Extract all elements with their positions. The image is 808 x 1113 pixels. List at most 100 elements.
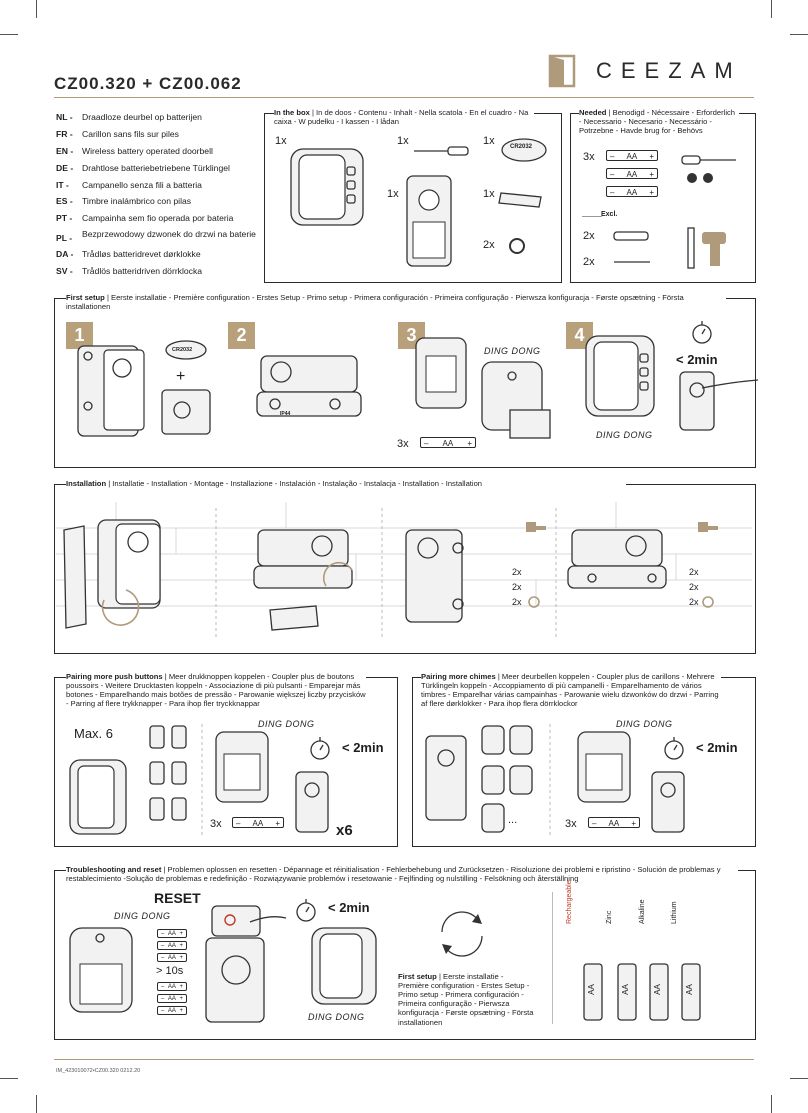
language-row: DA -Trådløs batteridrevet dørklokke — [56, 249, 201, 259]
divider — [582, 216, 602, 217]
footer-code: IM_423010072•CZ00.320 0212.20 — [56, 1068, 141, 1074]
brand-name: CEEZAM — [596, 58, 742, 83]
quantity-label: 1x — [483, 188, 495, 200]
troubleshooting-title: Troubleshooting and reset | Problemen op… — [66, 865, 738, 884]
aa-battery-icon: ‒AA+ — [606, 186, 658, 197]
quantity-label: 1x — [275, 135, 287, 147]
pairing-buttons-title: Pairing more push buttons | Meer drukkno… — [66, 672, 366, 709]
language-row: PT -Campainha sem fio operada por bateri… — [56, 213, 234, 224]
quantity-label: 3x — [210, 818, 222, 830]
battery-types-illustration — [583, 963, 701, 1021]
reset-button-illustration — [205, 905, 377, 1023]
battery-text: AA — [620, 984, 630, 995]
ding-dong-label: DING DONG — [114, 911, 171, 921]
aa-battery-icon: ‒AA+ — [232, 817, 284, 828]
wall-plug-screw-drill-icon — [613, 227, 726, 269]
door-logo-icon — [548, 54, 576, 88]
product-title: CZ00.320 + CZ00.062 — [54, 74, 242, 93]
crop-mark — [771, 0, 772, 18]
language-row: SV -Trådlös batteridriven dörrklocka — [56, 265, 203, 276]
plus-sign: + — [176, 368, 186, 385]
crop-mark — [36, 1095, 37, 1113]
quantity-label: 2x — [512, 582, 522, 592]
language-list: NL -Draadloze deurbel op batterijen FR -… — [56, 112, 256, 283]
pairing-chimes-illustration — [425, 724, 685, 836]
ding-dong-label: DING DONG — [484, 346, 541, 356]
aa-battery-icon: ‒AA+ — [157, 953, 187, 962]
footer-divider — [54, 1059, 754, 1061]
aa-battery-icon: ‒AA+ — [606, 168, 658, 179]
battery-text: AA — [684, 984, 694, 995]
crop-mark — [790, 1078, 808, 1079]
battery-text: AA — [586, 984, 596, 995]
step-number: 1 — [66, 322, 93, 349]
seconds-label: > 10s — [156, 965, 184, 977]
battery-type-label: Zinc — [606, 910, 613, 924]
push-button-icon — [406, 175, 452, 267]
quantity-label: 2x — [689, 582, 699, 592]
divider — [552, 892, 553, 1024]
aa-battery-icon: ‒AA+ — [157, 994, 187, 1003]
aa-battery-icon: ‒AA+ — [157, 1006, 187, 1015]
ding-dong-label: DING DONG — [258, 719, 315, 729]
quantity-label: 2x — [512, 567, 522, 577]
crop-mark — [36, 0, 37, 18]
crop-mark — [0, 34, 18, 35]
quantity-label: 2x — [583, 256, 595, 268]
timer-label: < 2min — [342, 740, 384, 755]
aa-battery-icon: ‒AA+ — [606, 150, 658, 161]
step2-illustration — [256, 355, 362, 417]
refresh-icon — [441, 911, 483, 957]
quantity-label: 2x — [512, 597, 522, 607]
first-setup-reference: First setup | Eerste installatie - Premi… — [398, 972, 534, 1027]
o-ring-icon — [509, 238, 525, 254]
quantity-label: 3x — [583, 151, 595, 163]
times-six-label: x6 — [336, 822, 353, 839]
ding-dong-label: DING DONG — [596, 430, 653, 440]
ip-rating-label: IP44 — [280, 411, 291, 417]
quantity-label: 2x — [689, 567, 699, 577]
adhesive-pad-icon — [498, 192, 542, 208]
reset-label: RESET — [154, 890, 201, 906]
pairing-buttons-illustration — [69, 724, 329, 836]
stopwatch-icon — [310, 737, 330, 760]
aa-battery-icon: ‒AA+ — [420, 437, 476, 448]
quantity-label: 2x — [689, 597, 699, 607]
installation-illustrations — [56, 502, 752, 640]
battery-type-label: Lithium — [671, 901, 678, 924]
coin-label: CR2032 — [172, 347, 193, 353]
aa-battery-icon: ‒AA+ — [157, 982, 187, 991]
quantity-label: 1x — [483, 135, 495, 147]
needed-title: Needed | Benodigd - Nécessaire - Erforde… — [579, 108, 739, 136]
timer-label: < 2min — [696, 740, 738, 755]
step4-illustration — [585, 335, 759, 431]
header-divider — [54, 97, 754, 99]
step-number: 2 — [228, 322, 255, 349]
timer-label: < 2min — [676, 352, 718, 367]
language-row: IT -Campanello senza fili a batteria — [56, 179, 202, 190]
step1-illustration — [77, 340, 211, 437]
coin-battery-icon — [501, 138, 547, 162]
stopwatch-icon — [692, 321, 712, 344]
battery-text: AA — [652, 984, 662, 995]
aa-battery-icon: ‒AA+ — [157, 941, 187, 950]
language-row: NL -Draadloze deurbel op batterijen — [56, 112, 202, 122]
ding-dong-label: DING DONG — [616, 719, 673, 729]
crop-mark — [0, 1078, 18, 1079]
language-row: PL -Bezprzewodowy dzwonek do drzwi na ba… — [56, 229, 256, 244]
chime-unit-icon — [290, 148, 364, 226]
language-row: DE -Drahtlose batteriebetriebene Türklin… — [56, 162, 230, 173]
first-setup-title: First setup | Eerste installatie - Premi… — [66, 293, 726, 312]
ellipsis-label: ... — [508, 814, 518, 826]
crop-mark — [771, 1095, 772, 1113]
installation-title: Installation | Installatie - Installatio… — [66, 479, 626, 489]
battery-type-label: Rechargeable — [566, 880, 573, 924]
aa-battery-icon: ‒AA+ — [588, 817, 640, 828]
quantity-label: 2x — [583, 230, 595, 242]
in-the-box-title: In the box | In de doos - Contenu - Inha… — [274, 108, 534, 127]
screwdriver-icon — [414, 146, 469, 156]
timer-label: < 2min — [328, 900, 370, 915]
max-label: Max. 6 — [74, 726, 114, 741]
language-row: EN -Wireless battery operated doorbell — [56, 145, 213, 156]
reset-chime-illustration — [69, 927, 133, 1013]
